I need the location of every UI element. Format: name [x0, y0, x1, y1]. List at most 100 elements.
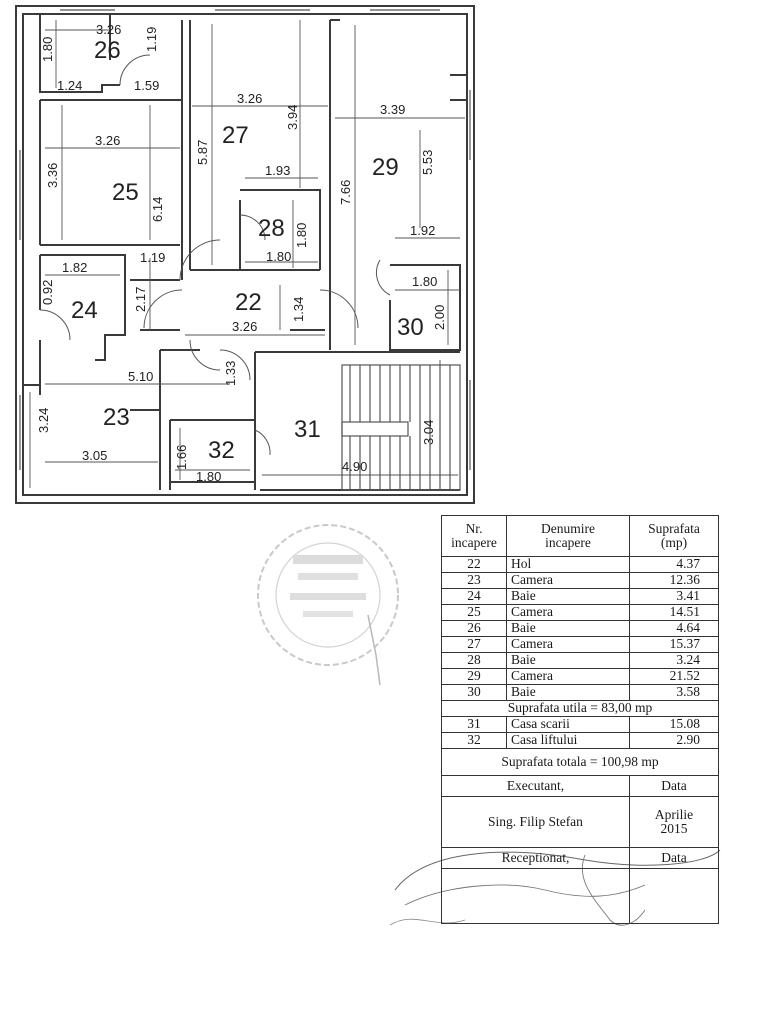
cell-area: 21.52: [629, 668, 719, 685]
dim-label: 2.00: [432, 305, 447, 330]
cell-name: Casa scarii: [506, 716, 630, 733]
usable-area-row: Suprafata utila = 83,00 mp: [441, 700, 719, 717]
cell-name: Casa liftului: [506, 732, 630, 749]
room-number: 31: [294, 416, 321, 443]
dim-label: 1.80: [294, 223, 309, 248]
room-number: 25: [112, 179, 139, 206]
date-label: Data: [629, 775, 719, 797]
dim-label: 1.80: [40, 37, 55, 62]
dim-label: 4.90: [342, 459, 367, 474]
cell-nr: 24: [441, 588, 507, 605]
cell-nr: 22: [441, 556, 507, 573]
executant-header-row: Executant, Data: [441, 775, 719, 797]
dim-label: 1.33: [223, 361, 238, 386]
room-area-table: Nr. incapere Denumire incapere Suprafata…: [441, 515, 719, 924]
date-label-2: Data: [629, 847, 719, 869]
receptionat-signature-cell: [441, 868, 630, 924]
dim-label: 3.04: [421, 420, 436, 445]
dim-label: 3.26: [95, 133, 120, 148]
dim-label: 5.87: [195, 140, 210, 165]
cell-nr: 28: [441, 652, 507, 669]
room-number: 30: [397, 314, 424, 341]
cell-area: 2.90: [629, 732, 719, 749]
dim-label: 1.80: [412, 274, 437, 289]
interior-walls: [23, 14, 468, 491]
dim-label: 5.53: [420, 150, 435, 175]
dim-label: 1.19: [144, 27, 159, 52]
header-area: Suprafata (mp): [629, 515, 719, 557]
cell-nr: 26: [441, 620, 507, 637]
cell-area: 15.08: [629, 716, 719, 733]
dimension-lines: [29, 20, 465, 488]
cell-area: 4.37: [629, 556, 719, 573]
floor-plan: 3.26 1.80 1.24 1.59 1.19 3.26 3.94 3.39 …: [15, 5, 475, 504]
total-area: Suprafata totala = 100,98 mp: [441, 748, 719, 776]
cell-nr: 32: [441, 732, 507, 749]
cell-nr: 25: [441, 604, 507, 621]
header-name: Denumire incapere: [506, 515, 630, 557]
cell-area: 3.24: [629, 652, 719, 669]
outer-wall-inner: [22, 13, 468, 496]
cell-name: Camera: [506, 604, 630, 621]
room-number: 29: [372, 154, 399, 181]
cell-nr: 31: [441, 716, 507, 733]
cell-area: 4.64: [629, 620, 719, 637]
room-number: 28: [258, 215, 285, 242]
date-value-text: Aprilie 2015: [654, 806, 694, 836]
dim-label: 1.59: [134, 78, 159, 93]
dim-label: 5.10: [128, 369, 153, 384]
dim-label: 3.39: [380, 102, 405, 117]
cell-name: Camera: [506, 572, 630, 589]
date-value: Aprilie 2015: [629, 796, 719, 848]
executant-name: Sing. Filip Stefan: [441, 796, 630, 848]
dim-label: 2.17: [133, 287, 148, 312]
dim-label: 1.82: [62, 260, 87, 275]
dim-label: 1.92: [410, 223, 435, 238]
room-number: 23: [103, 404, 130, 431]
dim-label: 3.26: [237, 91, 262, 106]
receptionat-header-row: Receptionat, Data: [441, 847, 719, 869]
dim-label: 1.80: [196, 469, 221, 484]
header-nr-text: Nr. incapere: [451, 520, 497, 550]
dim-label: 1.34: [291, 297, 306, 322]
receptionat-label: Receptionat,: [441, 847, 630, 869]
header-area-text: Suprafata (mp): [648, 520, 700, 550]
room-number: 24: [71, 297, 98, 324]
dim-label: 0.92: [40, 280, 55, 305]
dim-label: 3.36: [45, 163, 60, 188]
total-area-row: Suprafata totala = 100,98 mp: [441, 748, 719, 776]
dim-label: 3.26: [96, 22, 121, 37]
dim-label: 3.05: [82, 448, 107, 463]
outer-wall-outer: [15, 5, 475, 504]
cell-name: Baie: [506, 588, 630, 605]
usable-area-total: Suprafata utila = 83,00 mp: [441, 700, 719, 717]
cell-nr: 23: [441, 572, 507, 589]
cell-name: Camera: [506, 636, 630, 653]
dim-label: 7.66: [338, 180, 353, 205]
dim-label: 1.24: [57, 78, 82, 93]
dim-label: 1.66: [174, 445, 189, 470]
executant-row: Sing. Filip Stefan Aprilie 2015: [441, 796, 719, 848]
header-nr: Nr. incapere: [441, 515, 507, 557]
dim-label: 1.80: [266, 249, 291, 264]
cell-area: 15.37: [629, 636, 719, 653]
room-number: 27: [222, 122, 249, 149]
cell-nr: 29: [441, 668, 507, 685]
table-header: Nr. incapere Denumire incapere Suprafata…: [441, 515, 719, 557]
dim-label: 6.14: [150, 197, 165, 222]
door-swings: [39, 54, 391, 456]
cell-name: Baie: [506, 620, 630, 637]
room-number: 22: [235, 289, 262, 316]
receptionat-date-cell: [629, 868, 719, 924]
room-number: 32: [208, 437, 235, 464]
round-stamp: [257, 524, 399, 685]
cell-area: 14.51: [629, 604, 719, 621]
